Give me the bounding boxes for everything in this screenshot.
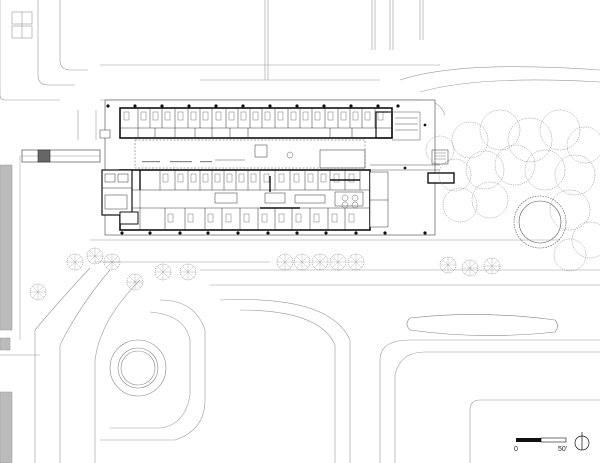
feature-tree: [513, 195, 567, 249]
roundabout: [109, 339, 167, 397]
adjacent-buildings: [0, 155, 21, 463]
median-island: [406, 314, 558, 336]
scale-bar: 0 50': [514, 437, 567, 453]
sky-bridge: [21, 149, 101, 163]
trees-south-row: [276, 253, 501, 277]
scale-start-label: 0: [514, 446, 518, 453]
north-arrow-icon: [574, 432, 590, 451]
main-building: [99, 99, 455, 236]
scale-end-label: 50': [558, 446, 567, 453]
trees-west-curve: [29, 247, 197, 301]
tree-grove-east: [425, 109, 600, 272]
